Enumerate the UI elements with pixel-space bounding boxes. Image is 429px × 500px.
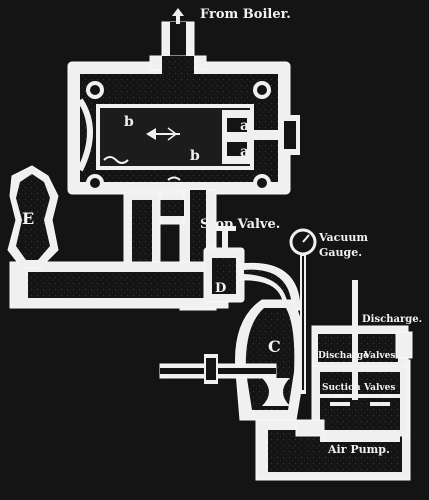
label-b-top: b	[124, 114, 134, 130]
label-d: D	[215, 281, 226, 296]
valve-handwheel	[214, 226, 236, 231]
label-discharge-valves-2: Valves	[363, 351, 395, 361]
label-stop-valve: Stop Valve.	[200, 217, 280, 232]
label-c: C	[268, 337, 281, 356]
flow-squiggle-icon	[103, 156, 129, 164]
label-b-bottom: b	[190, 148, 200, 164]
label-a-bottom: a	[240, 144, 249, 160]
label-vacuum: Vacuum	[318, 231, 368, 244]
arrow-down-icon	[172, 8, 184, 24]
bucket	[320, 430, 400, 442]
flow-arrow-icon	[146, 127, 180, 141]
pump-rod	[352, 280, 358, 400]
exhaust-pipe	[9, 189, 229, 311]
label-discharge: Discharge.	[362, 314, 422, 325]
label-e: E	[22, 209, 34, 228]
condenser-c: C	[159, 299, 305, 421]
label-gauge: Gauge.	[319, 246, 362, 259]
label-suction-valves-1: Suction	[322, 383, 361, 393]
stop-valve: D	[203, 226, 245, 303]
steam-cylinder	[67, 55, 308, 195]
reservoir-e: E	[7, 165, 59, 269]
label-a-top: a	[240, 118, 249, 134]
spray-rose-icon	[262, 378, 290, 406]
label-discharge-valves-1: Discharge	[318, 351, 369, 361]
air-pump: Discharge. Discharge Valves Suction Valv…	[255, 280, 422, 481]
piston-rod	[252, 130, 304, 140]
label-suction-valves-2: Valves	[363, 383, 395, 393]
label-from-boiler: From Boiler.	[200, 7, 291, 22]
vacuum-gauge: Vacuum Gauge.	[289, 228, 368, 394]
label-air-pump: Air Pump.	[327, 443, 390, 456]
